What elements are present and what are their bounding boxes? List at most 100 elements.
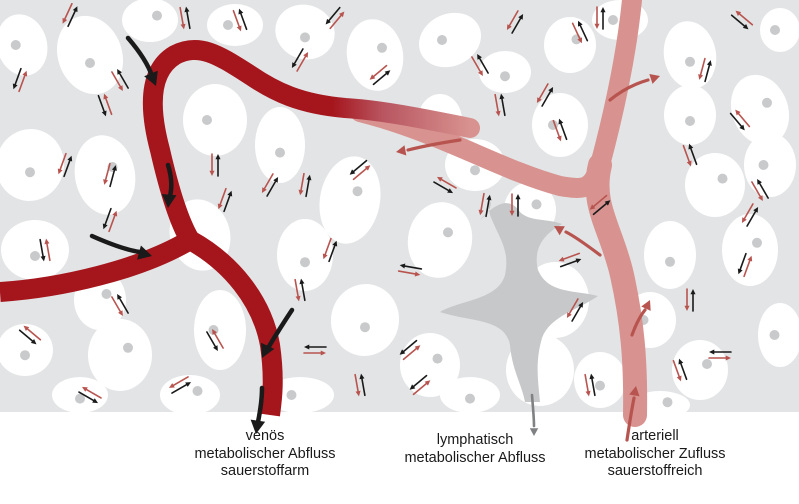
cell-nucleus — [300, 32, 310, 43]
exchange-arrow-pair — [103, 162, 117, 188]
exchange-arrow-pair — [478, 192, 492, 218]
tissue-cell — [758, 303, 799, 367]
exchange-arrow-pair — [409, 374, 431, 396]
lymph-vessel-shape — [440, 201, 598, 402]
tissue-cell — [266, 377, 334, 413]
tissue-cell — [672, 340, 728, 400]
tissue-cell — [255, 107, 305, 183]
exchange-arrow-pair — [730, 10, 754, 30]
tissue-cell — [760, 8, 799, 52]
exchange-arrow-pair — [741, 203, 759, 227]
cell-nucleus — [360, 322, 370, 333]
exchange-arrow-pair — [354, 373, 366, 397]
exchange-arrow-pair — [397, 263, 423, 277]
cell-nucleus — [286, 390, 297, 400]
cell-nucleus — [595, 380, 605, 391]
exchange-arrow-pair — [737, 252, 753, 278]
cell-nucleus — [10, 40, 21, 50]
cell-nucleus — [123, 342, 133, 353]
exchange-arrow-pair — [509, 193, 521, 217]
exchange-arrow-pair — [111, 293, 129, 317]
exchange-arrow-pair — [97, 93, 113, 117]
cell-nucleus — [662, 397, 673, 408]
exchange-arrow-pair — [102, 207, 118, 233]
cell-nucleus — [377, 42, 387, 53]
exchange-arrows — [12, 2, 769, 404]
exchange-arrow-pair — [111, 68, 129, 92]
lymphatic-caption: lymphatisch metabolischer Abfluss — [375, 432, 575, 467]
cell-nucleus — [20, 350, 30, 361]
arterial-caption-flow: metabolischer Zufluss — [584, 445, 726, 462]
arterial-flow-arrow — [608, 73, 660, 102]
cell-nucleus — [665, 256, 675, 267]
cell-nucleus — [608, 15, 618, 25]
cell-nucleus — [25, 167, 35, 178]
venous-caption-oxygen: sauerstoffarm — [220, 463, 310, 479]
tissue-cell — [532, 93, 588, 157]
cell-nucleus — [101, 289, 112, 299]
venous-caption-flow: metabolischer Abfluss — [194, 445, 336, 462]
exchange-arrow-pair — [536, 83, 554, 107]
cell-nucleus — [30, 251, 40, 261]
exchange-arrow-pair — [672, 358, 688, 382]
cell-nucleus — [465, 393, 475, 404]
exchange-arrow-pair — [209, 153, 221, 177]
exchange-arrow-pair — [298, 172, 312, 198]
arterial-flow-arrow — [625, 386, 640, 442]
cell-nucleus — [192, 386, 203, 396]
cell-nucleus — [223, 20, 233, 30]
exchange-arrow-pair — [708, 349, 732, 361]
exchange-arrow-pair — [322, 237, 338, 263]
tissue-cell — [574, 352, 626, 408]
venous-flow-arrow — [125, 35, 158, 86]
exchange-arrow-pair — [471, 53, 489, 77]
cell-nucleus — [75, 393, 85, 404]
tissue-cell — [685, 153, 745, 217]
cell-nucleus — [275, 147, 285, 158]
exchange-arrow-pair — [571, 20, 589, 44]
venous-caption-title: venös — [245, 428, 285, 444]
tissue-cell — [663, 21, 717, 89]
arterial-flow-arrow — [630, 300, 651, 337]
tissue-cell — [544, 17, 596, 73]
cell-nucleus — [758, 160, 769, 170]
tissue-cell — [644, 221, 696, 289]
cell-nucleus — [85, 58, 95, 68]
cell-nucleus — [443, 227, 453, 238]
arterial-caption-title: arteriell — [631, 428, 679, 444]
exchange-arrow-pair — [684, 288, 696, 312]
tissue-cell — [407, 202, 473, 278]
venous-flow-arrow — [161, 162, 177, 208]
tissue-cell — [730, 74, 790, 146]
cell-nucleus — [531, 199, 542, 210]
exchange-arrow-pair — [217, 187, 233, 213]
tissue-cell — [330, 284, 400, 356]
tissue-cell — [664, 85, 716, 145]
exchange-arrow-pair — [558, 252, 582, 268]
lymphatic-caption-flow: metabolischer Abfluss — [404, 449, 546, 466]
cell-nucleus — [470, 165, 480, 176]
exchange-arrow-pair — [729, 109, 751, 131]
cell-nucleus — [300, 257, 310, 268]
cell-nucleus — [352, 186, 363, 197]
venous-flow-arrow — [250, 385, 266, 434]
lymph-vessel — [440, 201, 598, 402]
cell-nucleus — [500, 71, 510, 82]
venous-caption: venös metabolischer Abfluss sauerstoffar… — [170, 428, 360, 481]
exchange-arrow-pair — [39, 238, 51, 262]
cell-nucleus — [685, 116, 695, 126]
exchange-arrow-pair — [584, 373, 596, 397]
cell-nucleus — [152, 10, 162, 21]
exchange-arrow-pair — [206, 328, 224, 352]
exchange-arrow-pair — [552, 118, 568, 142]
vein-lower — [0, 230, 283, 417]
exchange-arrow-pair — [168, 376, 192, 394]
tissue-cell — [194, 290, 246, 370]
cell-nucleus — [762, 97, 772, 108]
exchange-arrow-pair — [291, 48, 309, 72]
tissue-cell — [418, 12, 482, 68]
exchange-arrow-pair — [78, 386, 102, 404]
exchange-arrow-pair — [294, 278, 306, 302]
tissue-cell — [122, 0, 178, 42]
tissue-cell — [56, 15, 124, 95]
